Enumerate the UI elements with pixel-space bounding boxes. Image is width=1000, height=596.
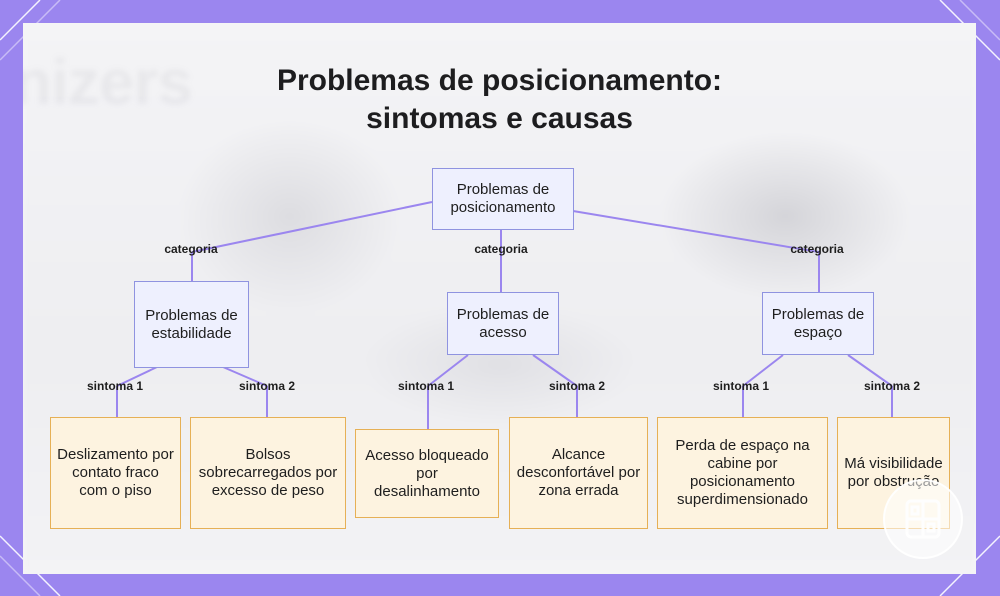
symptom-node-label: Alcance desconfortável por zona errada <box>516 446 641 499</box>
symptom-node-label: Bolsos sobrecarregados por excesso de pe… <box>198 446 338 499</box>
category-node-label: Problemas de espaço <box>771 305 865 341</box>
symptom-node-label: Perda de espaço na cabine por posicionam… <box>675 437 810 508</box>
edge-cat3-sym1 <box>742 354 784 387</box>
edge-label-categoria-3: categoria <box>790 242 844 256</box>
edge-label-cat3-sym2: sintoma 2 <box>863 379 921 393</box>
edge-root-cat3 <box>572 210 820 253</box>
edge-cat1-sym2 <box>222 366 268 387</box>
watermark-logo-icon <box>883 479 963 559</box>
background-watermark-text: nizers <box>23 46 193 118</box>
symptom-node-acesso-bloqueado: Acesso bloqueado por desalinhamento <box>355 429 499 518</box>
page-title: Problemas de posicionamento: sintomas e … <box>23 62 976 138</box>
edge-label-cat1-sym2: sintoma 2 <box>238 379 296 393</box>
category-node-label: Problemas de acesso <box>456 305 550 341</box>
symptom-node-perda-espaco: Perda de espaço na cabine por posicionam… <box>657 417 828 529</box>
diagram-card: nizers Problemas de posicionamento: sint… <box>23 23 976 574</box>
symptom-node-bolsos: Bolsos sobrecarregados por excesso de pe… <box>190 417 346 529</box>
connector-lines <box>116 201 893 429</box>
category-node-acesso: Problemas de acesso <box>447 292 559 355</box>
edge-root-cat1 <box>191 201 433 253</box>
edge-cat3-sym2 <box>847 354 893 387</box>
edge-cat2-sym1 <box>427 354 469 387</box>
symptom-node-label: Deslizamento por contato fraco com o pis… <box>57 446 174 499</box>
category-node-estabilidade: Problemas de estabilidade <box>134 281 249 368</box>
edge-label-cat2-sym2: sintoma 2 <box>548 379 606 393</box>
edge-label-cat2-sym1: sintoma 1 <box>397 379 455 393</box>
edge-label-categoria-1: categoria <box>164 242 218 256</box>
category-node-label: Problemas de estabilidade <box>145 306 238 342</box>
edge-label-cat1-sym1: sintoma 1 <box>86 379 144 393</box>
edge-cat1-sym1 <box>116 366 158 387</box>
title-line-1: Problemas de posicionamento: <box>276 64 723 97</box>
symptom-node-label: Acesso bloqueado por desalinhamento <box>365 446 489 500</box>
title-line-2: sintomas e causas <box>366 102 633 135</box>
edge-label-categoria-2: categoria <box>474 242 528 256</box>
root-node: Problemas de posicionamento <box>432 168 574 230</box>
category-node-espaco: Problemas de espaço <box>762 292 874 355</box>
symptom-node-alcance: Alcance desconfortável por zona errada <box>509 417 648 529</box>
edge-cat2-sym2 <box>532 354 578 387</box>
symptom-node-deslizamento: Deslizamento por contato fraco com o pis… <box>50 417 181 529</box>
edge-label-cat3-sym1: sintoma 1 <box>712 379 770 393</box>
root-node-label: Problemas de posicionamento <box>450 181 556 216</box>
